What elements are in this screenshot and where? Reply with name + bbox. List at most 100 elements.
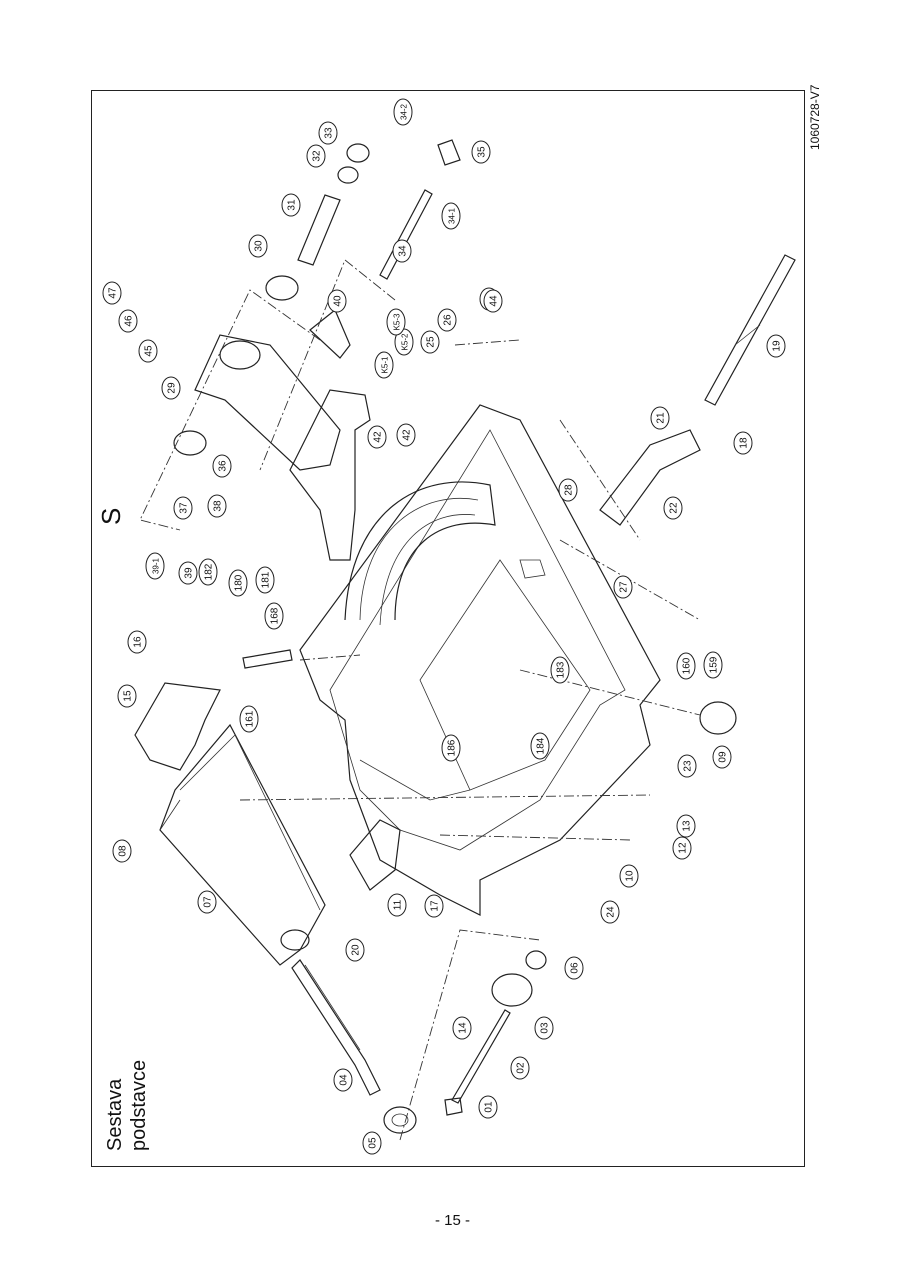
callout-label: 33 xyxy=(324,127,335,139)
callout-label: 182 xyxy=(204,563,215,580)
callout-label: 180 xyxy=(234,574,245,591)
bearing-30 xyxy=(265,275,299,301)
callout-label: 15 xyxy=(123,690,134,702)
page-number: - 15 - xyxy=(434,1212,470,1229)
lever-18 xyxy=(599,429,701,526)
callout-182: 182 xyxy=(198,558,218,586)
callout-05: 05 xyxy=(362,1131,382,1155)
callout-label: 11 xyxy=(393,899,404,910)
rod-assembly xyxy=(444,950,547,1116)
callout-label: 22 xyxy=(669,502,680,514)
callout-07: 07 xyxy=(197,890,217,914)
callout-label: 10 xyxy=(625,870,636,882)
callout-39-1: 39-1 xyxy=(145,552,165,580)
plate-15 xyxy=(134,682,221,771)
callout-16: 16 xyxy=(127,630,147,654)
callout-label: 34-2 xyxy=(400,103,409,120)
foot-09 xyxy=(699,701,737,735)
callout-19: 19 xyxy=(766,334,786,358)
nut-33 xyxy=(346,143,370,163)
callout-label: 45 xyxy=(144,345,155,357)
swing-arm-29 xyxy=(194,334,341,471)
callout-36: 36 xyxy=(212,454,232,478)
callout-label: 42 xyxy=(373,431,384,443)
callout-label: 03 xyxy=(540,1022,551,1034)
callout-label: K5-1 xyxy=(381,356,390,373)
callout-label: 23 xyxy=(683,760,694,772)
callout-label: 39 xyxy=(184,567,195,579)
callout-label: 18 xyxy=(739,437,750,449)
callout-160: 160 xyxy=(676,652,696,680)
callout-label: 09 xyxy=(718,751,729,763)
callout-27: 27 xyxy=(613,575,633,599)
callout-34: 34 xyxy=(392,239,412,263)
callout-label: 14 xyxy=(458,1022,469,1034)
callout-label: K5-2 xyxy=(401,333,410,350)
washer-32 xyxy=(337,166,359,184)
callout-label: 08 xyxy=(118,845,129,857)
callout-42: 42 xyxy=(367,425,387,449)
callout-label: 01 xyxy=(484,1101,495,1113)
callout-label: 12 xyxy=(678,842,689,854)
callout-44: 44 xyxy=(483,289,503,313)
callout-label: 17 xyxy=(430,900,441,912)
callout-28: 28 xyxy=(558,478,578,502)
callout-09: 09 xyxy=(712,745,732,769)
callout-21: 21 xyxy=(650,406,670,430)
callout-34-1: 34-1 xyxy=(441,202,461,230)
callout-label: 06 xyxy=(570,962,581,974)
callout-45: 45 xyxy=(138,339,158,363)
callout-label: 24 xyxy=(606,906,617,918)
bolt-161 xyxy=(242,649,293,669)
callout-label: 30 xyxy=(254,240,265,252)
base-body xyxy=(299,404,661,916)
callout-label: 20 xyxy=(351,944,362,956)
callout-34-2: 34-2 xyxy=(393,98,413,126)
callout-161: 161 xyxy=(239,705,259,733)
callout-label: 07 xyxy=(203,896,214,908)
callout-label: K5-3 xyxy=(393,313,402,330)
link-arm xyxy=(289,389,371,561)
callout-10: 10 xyxy=(619,864,639,888)
callout-label: 42 xyxy=(402,429,413,441)
callout-22: 22 xyxy=(663,496,683,520)
callout-01: 01 xyxy=(478,1095,498,1119)
callout-33: 33 xyxy=(318,121,338,145)
callout-label: 13 xyxy=(682,820,693,832)
callout-label: 26 xyxy=(443,314,454,326)
section-letter: S xyxy=(96,508,126,525)
callout-label: 05 xyxy=(368,1137,379,1149)
callout-14: 14 xyxy=(452,1016,472,1040)
callout-03: 03 xyxy=(534,1016,554,1040)
callout-label: 37 xyxy=(179,502,190,514)
callout-label: 44 xyxy=(489,295,500,307)
callout-label: 159 xyxy=(709,656,720,673)
bearing-36 xyxy=(173,430,207,456)
callout-18: 18 xyxy=(733,431,753,455)
callout-label: 40 xyxy=(333,295,344,307)
callout-label: 28 xyxy=(564,484,575,496)
callout-label: 38 xyxy=(213,500,224,512)
callout-label: 186 xyxy=(447,739,458,756)
callout-12: 12 xyxy=(672,836,692,860)
callout-label: 32 xyxy=(312,150,323,162)
callout-25: 25 xyxy=(420,330,440,354)
title-line-1: Sestava xyxy=(104,1078,126,1151)
callout-label: 21 xyxy=(656,412,667,424)
callout-40: 40 xyxy=(327,289,347,313)
exploded-parts-diagram: 0102030405060708091011121314151617181920… xyxy=(96,98,796,1155)
callout-label: 19 xyxy=(772,340,783,352)
callout-38: 38 xyxy=(207,494,227,518)
callout-37: 37 xyxy=(173,496,193,520)
callout-180: 180 xyxy=(228,569,248,597)
callout-20: 20 xyxy=(345,938,365,962)
callout-label: 16 xyxy=(133,636,144,648)
callout-24: 24 xyxy=(600,900,620,924)
callout-29: 29 xyxy=(161,376,181,400)
callout-11: 11 xyxy=(387,893,407,917)
callout-08: 08 xyxy=(112,839,132,863)
centerlines xyxy=(139,259,701,1141)
pin-34 xyxy=(379,189,433,280)
callout-23: 23 xyxy=(677,754,697,778)
callout-168: 168 xyxy=(264,602,284,630)
